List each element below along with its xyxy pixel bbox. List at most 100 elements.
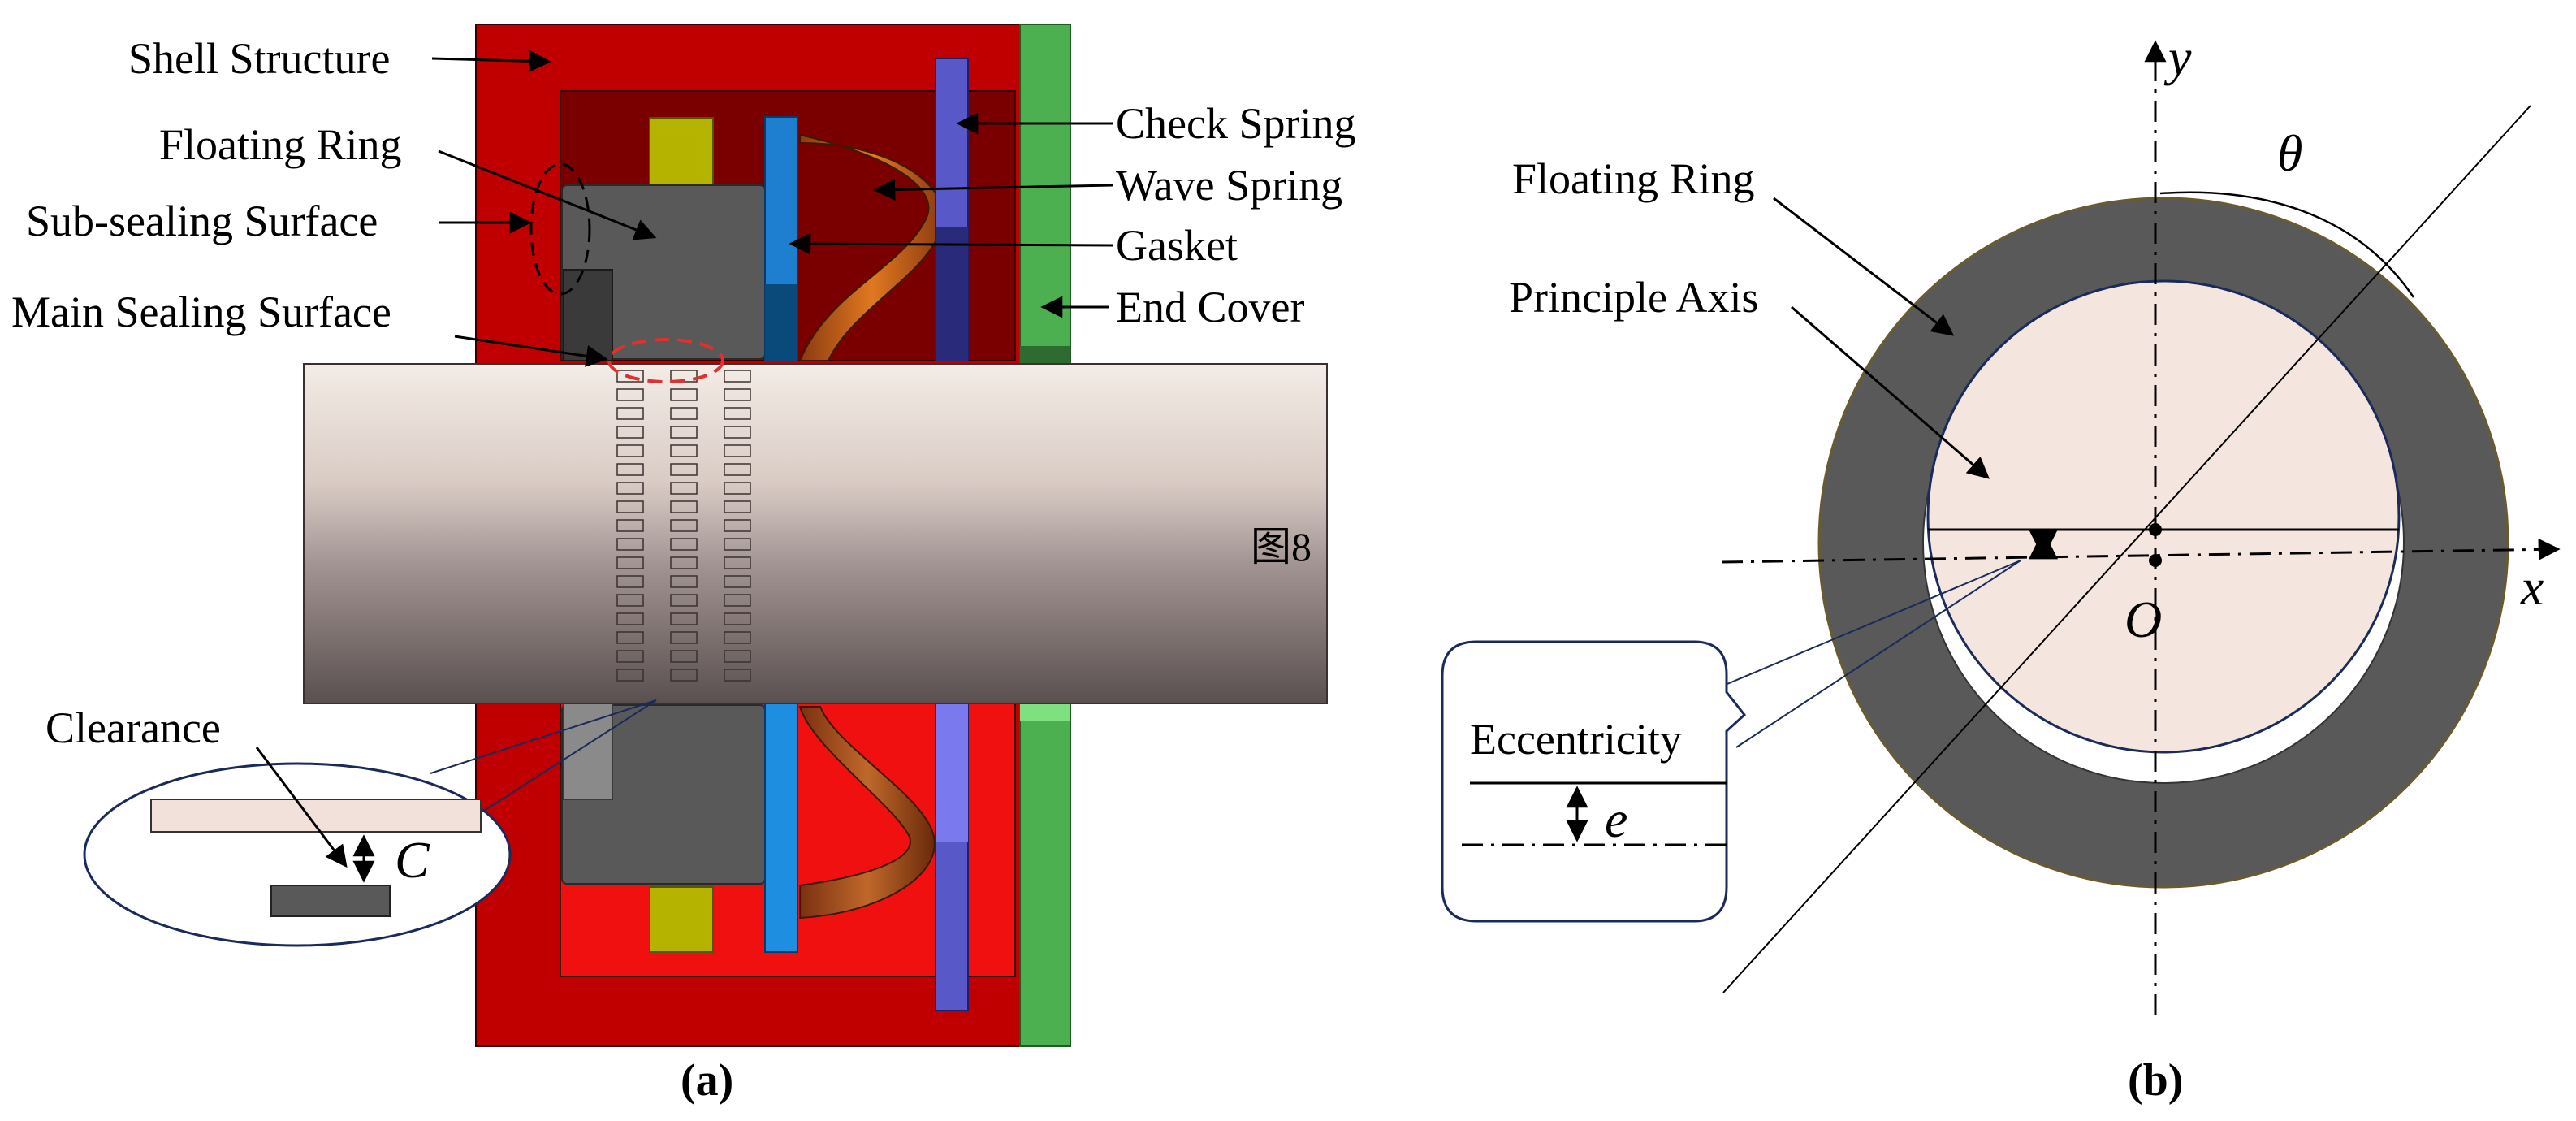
label-floating-ring: Floating Ring	[159, 120, 402, 169]
shaft-groove	[670, 594, 698, 607]
shaft-groove	[724, 426, 751, 439]
theta-arc	[2159, 191, 2415, 298]
shaft-groove	[724, 538, 751, 551]
shaft-groove	[670, 650, 698, 663]
wave-spring-arrow	[873, 179, 1113, 201]
label-x-axis: x	[2520, 558, 2544, 616]
shaft-groove	[724, 370, 751, 383]
shaft-groove	[724, 388, 751, 401]
shaft-mark: 图8	[1251, 524, 1312, 569]
shaft-groove	[616, 407, 644, 420]
shaft-groove	[724, 575, 751, 588]
gasket-upper-dark	[765, 284, 797, 361]
shaft-groove	[670, 556, 698, 569]
shell-structure-arrow	[431, 50, 551, 72]
x-axis	[1721, 538, 2561, 564]
shaft-groove	[670, 444, 698, 457]
eccentricity-symbol: e	[1605, 790, 1627, 848]
label-wave-spring: Wave Spring	[1116, 161, 1342, 210]
shaft-groove	[616, 463, 644, 476]
clearance-detail-callout: C	[83, 699, 657, 947]
shaft-groove	[724, 444, 751, 457]
shaft-groove	[670, 463, 698, 476]
shaft-groove	[724, 594, 751, 607]
shaft-groove	[616, 631, 644, 644]
shaft-groove	[616, 538, 644, 551]
shaft-groove	[616, 575, 644, 588]
shaft-groove	[670, 631, 698, 644]
floating-ring-arrow-b	[1773, 197, 1955, 336]
label-eccentricity: Eccentricity	[1470, 715, 1682, 764]
panel-b: Eccentricity e Floating Ring Principle A…	[1441, 28, 2561, 1106]
gasket-arrow	[789, 232, 1113, 255]
shaft-groove	[616, 612, 644, 625]
secondary-seal-upper	[563, 269, 613, 361]
olive-pad-bottom	[649, 886, 714, 953]
shaft-groove	[670, 669, 698, 682]
clearance-arrow	[255, 747, 348, 868]
diagonal-axis	[1722, 105, 2531, 993]
shaft-groove	[616, 482, 644, 495]
clearance-symbol: C	[395, 831, 430, 889]
main-sealing-surface-arrow	[454, 335, 608, 367]
label-end-cover: End Cover	[1116, 283, 1304, 331]
main-sealing-surface-marker	[607, 338, 724, 383]
shaft-groove	[670, 519, 698, 532]
label-main-sealing-surface: Main Sealing Surface	[11, 288, 391, 336]
label-clearance: Clearance	[45, 703, 221, 752]
shaft-groove	[724, 482, 751, 495]
caption-a: (a)	[681, 1055, 733, 1106]
shaft	[303, 363, 1328, 704]
shaft-groove	[670, 538, 698, 551]
shaft-groove	[724, 500, 751, 513]
end-cover-lower-light	[1020, 703, 1070, 721]
gasket-lower	[764, 703, 798, 953]
ring-center-point	[2149, 523, 2162, 536]
shaft-groove	[616, 370, 644, 383]
shaft-groove	[724, 463, 751, 476]
shaft-groove	[616, 556, 644, 569]
shaft-groove	[670, 612, 698, 625]
shaft-groove-pattern	[616, 370, 751, 682]
label-shell-structure: Shell Structure	[128, 34, 390, 83]
shaft-groove	[616, 669, 644, 682]
label-floating-ring-b: Floating Ring	[1512, 154, 1755, 203]
shaft-groove	[670, 500, 698, 513]
shaft-groove	[616, 388, 644, 401]
label-sub-sealing-surface: Sub-sealing Surface	[26, 197, 378, 245]
shaft-groove	[616, 500, 644, 513]
shaft-groove	[724, 631, 751, 644]
shaft-groove	[670, 388, 698, 401]
shaft-groove	[724, 556, 751, 569]
label-theta: θ	[2277, 124, 2302, 182]
shaft-groove	[724, 407, 751, 420]
shaft-groove	[724, 519, 751, 532]
label-origin: O	[2124, 591, 2162, 648]
label-principle-axis: Principle Axis	[1509, 273, 1759, 322]
shaft-groove	[670, 575, 698, 588]
olive-pad-top	[649, 117, 714, 187]
shaft-groove	[670, 426, 698, 439]
label-check-spring: Check Spring	[1116, 99, 1355, 148]
shaft-section	[1926, 279, 2401, 754]
shaft-groove	[616, 594, 644, 607]
shaft-groove	[616, 426, 644, 439]
shaft-groove	[670, 407, 698, 420]
shaft-groove	[724, 650, 751, 663]
wave-spring-upper	[798, 133, 944, 361]
shaft-groove	[616, 519, 644, 532]
shaft-groove	[724, 612, 751, 625]
check-spring-upper-dark	[936, 227, 968, 361]
label-y-axis: y	[2163, 28, 2192, 86]
panel-a: 图8 C Shell Structure Floating Ring Sub-s…	[11, 24, 1355, 1106]
wave-spring-lower	[798, 706, 936, 920]
shaft-groove	[616, 444, 644, 457]
check-spring-lower-light	[936, 703, 968, 842]
end-cover-upper-dark	[1020, 346, 1070, 364]
shaft-groove	[724, 669, 751, 682]
shaft-groove	[616, 650, 644, 663]
caption-b: (b)	[2128, 1055, 2183, 1106]
eccentricity-detail-callout: Eccentricity e	[1441, 560, 2021, 923]
floating-ring-arrow	[438, 149, 657, 240]
